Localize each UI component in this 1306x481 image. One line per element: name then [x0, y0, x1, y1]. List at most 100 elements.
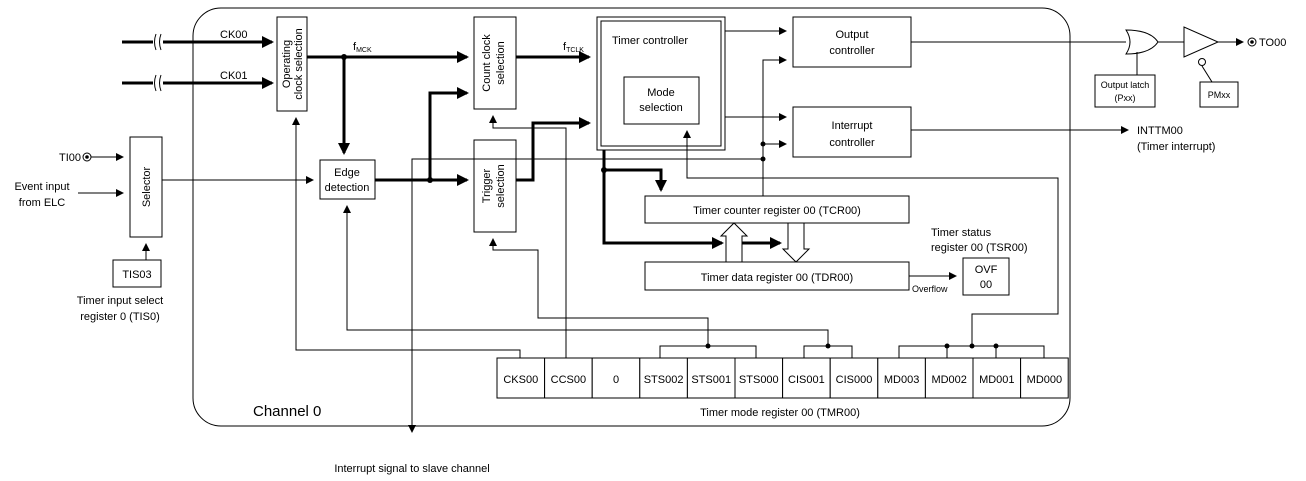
break-marks [153, 33, 163, 92]
tmr-bit-cell [877, 357, 926, 399]
output-buffer-icon [1183, 26, 1220, 58]
mode-selection-line2: selection [639, 102, 682, 114]
tmr-bit-cell [1020, 357, 1069, 399]
slave-signal-line [411, 158, 763, 426]
buffer-enable-icon [1198, 58, 1206, 66]
mode-selection-block [623, 76, 700, 125]
mode-selection-line1: Mode [647, 87, 675, 99]
tmr-bit-label: MD002 [931, 374, 966, 386]
selector-block [129, 136, 163, 238]
tcr-to-output-line [762, 56, 787, 196]
tc-to-tdr-line [602, 170, 707, 245]
tis03-label: TIS03 [122, 269, 151, 281]
tmr-bit-cell [591, 357, 641, 399]
count-clock-selection-line2: selection [495, 41, 507, 84]
pmxx-to-buffer-line [1201, 65, 1213, 83]
tcr-to-tdr-transfer-arrow [781, 222, 811, 263]
tsr-caption-line1: Timer status [931, 227, 992, 239]
tmr-bit-label: CIS001 [788, 374, 825, 386]
trigger-selection-block [473, 139, 517, 233]
tc-to-tcr-line [602, 150, 667, 192]
trigger-selection-line2: selection [495, 164, 507, 207]
to00-label: TO00 [1259, 37, 1286, 49]
ck01-label: CK01 [220, 70, 248, 82]
channel-frame [192, 7, 1071, 427]
slave-signal-label: Interrupt signal to slave channel [334, 463, 489, 475]
output-latch-line2: (Pxx) [1115, 93, 1136, 103]
tmr-bit-cell [639, 357, 688, 399]
tsr-caption-line2: register 00 (TSR00) [931, 242, 1028, 254]
pmxx-block [1199, 81, 1239, 108]
timer-data-register-label: Timer data register 00 (TDR00) [701, 272, 853, 284]
tis0-caption-line2: register 0 (TIS0) [80, 311, 159, 323]
tmr-bit-label: CCS00 [551, 374, 586, 386]
tmr-bit-label: 0 [613, 374, 619, 386]
operating-clock-selection-line1: Operating [281, 40, 293, 88]
tcr-junction [760, 141, 766, 147]
ti00-label: TI00 [59, 152, 81, 164]
channel-label: Channel 0 [253, 403, 321, 420]
edge-detection-line2: detection [325, 182, 370, 194]
edge-to-count-line [428, 87, 469, 180]
tmr-bit-label: STS000 [739, 374, 779, 386]
tmr-bit-label: MD001 [979, 374, 1014, 386]
output-controller-line2: controller [829, 45, 875, 57]
pmxx-label: PMxx [1208, 90, 1231, 100]
cis-to-edge-line [343, 205, 829, 346]
edge-detection-block [319, 159, 376, 200]
tmr-bit-cell [829, 357, 879, 399]
ovf-line1: OVF [975, 264, 998, 276]
ccs-to-countclk-line [489, 115, 567, 358]
tmr-bit-label: STS002 [644, 374, 684, 386]
tmr-bit-cell [544, 357, 593, 399]
or-gate-icon [1125, 29, 1159, 55]
timer-counter-register-block [644, 195, 910, 224]
ovf-line2: 00 [980, 279, 992, 291]
overflow-label: Overflow [912, 284, 948, 294]
cks-to-opclk-line [292, 117, 521, 358]
interrupt-controller-line1: Interrupt [832, 120, 873, 132]
fmck-label: fMCK [353, 41, 372, 54]
trigger-selection-line1: Trigger [481, 168, 493, 203]
md-to-mode-line [683, 130, 1059, 346]
timer-data-register-block [644, 261, 910, 291]
tis03-block [112, 259, 162, 288]
operating-clock-selection-block [276, 16, 308, 112]
tc-junction [601, 167, 607, 173]
timer-counter-register-label: Timer counter register 00 (TCR00) [693, 205, 861, 217]
trigger-out-line [516, 117, 591, 182]
tmr-bit-cell [782, 357, 831, 399]
edge-detection-line1: Edge [334, 167, 360, 179]
tmr-caption: Timer mode register 00 (TMR00) [700, 407, 860, 419]
tmr-bit-label: MD000 [1027, 374, 1062, 386]
inttm-line2: (Timer interrupt) [1137, 141, 1215, 153]
tmr-bit-cell [734, 357, 784, 399]
interrupt-controller-block [792, 106, 912, 158]
selector-label: Selector [141, 166, 153, 207]
tmr-bit-label: STS001 [691, 374, 731, 386]
ck00-label: CK00 [220, 29, 248, 41]
event-input-line1: Event input [14, 181, 69, 193]
tmr-bit-cell [972, 357, 1022, 399]
tmr-bit-label: CIS000 [836, 374, 873, 386]
tmr-bit-cell [686, 357, 736, 399]
output-controller-block [792, 16, 912, 68]
operating-clock-selection-line2: clock selection [293, 28, 305, 100]
output-latch-line1: Output latch [1101, 80, 1150, 90]
tmr-bit-label: MD003 [884, 374, 919, 386]
count-clock-selection-block [473, 16, 517, 110]
event-input-line2: from ELC [19, 197, 66, 209]
slave-junction [760, 156, 766, 162]
interrupt-controller-line2: controller [829, 137, 875, 149]
ovf-block [962, 257, 1010, 296]
count-clock-selection-line1: Count clock [481, 34, 493, 92]
tis0-caption-line1: Timer input select [77, 295, 163, 307]
output-controller-line1: Output [835, 29, 868, 41]
timer-controller-inner [600, 20, 722, 147]
tdr-to-tcr-transfer-arrow [719, 222, 749, 263]
output-latch-block [1094, 74, 1156, 108]
inttm-line1: INTTM00 [1137, 125, 1183, 137]
sts-to-trigger-line [489, 238, 709, 346]
